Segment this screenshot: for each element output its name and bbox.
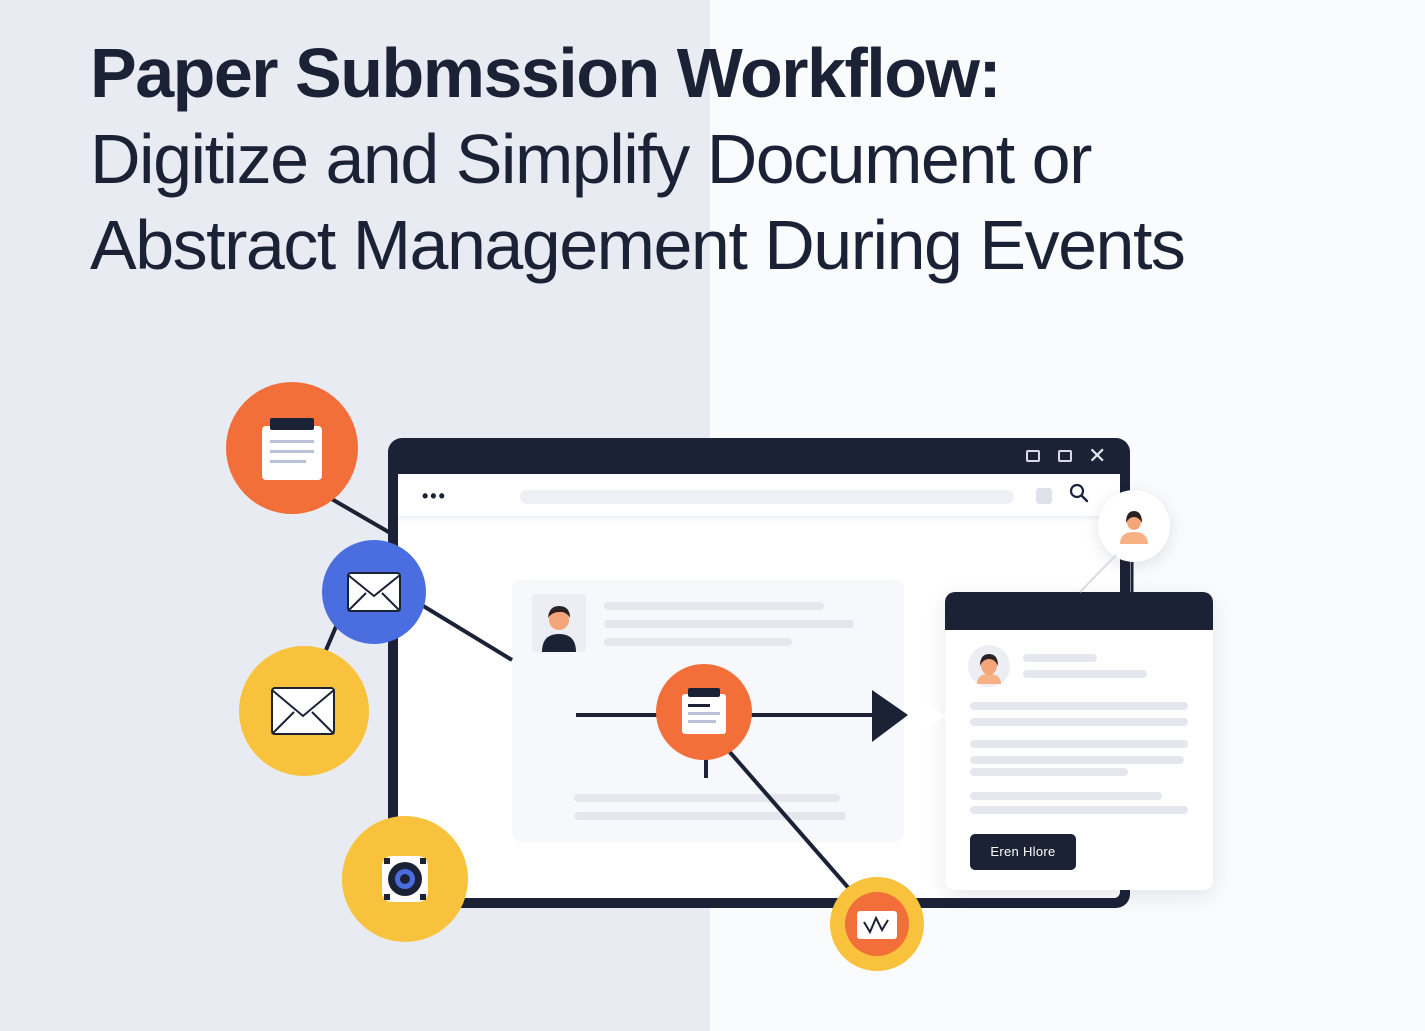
card-text-line [604, 638, 792, 646]
document-icon[interactable] [656, 664, 752, 760]
title-line-3: Abstract Management During Events [90, 206, 1186, 284]
author-avatar-icon [532, 594, 586, 652]
image-icon[interactable] [830, 877, 924, 971]
review-panel: Eren Hlore [945, 592, 1213, 890]
document-icon[interactable] [226, 382, 358, 514]
callout-pointer [910, 696, 946, 736]
envelope-icon[interactable] [239, 646, 369, 776]
panel-text-line [970, 718, 1188, 726]
address-bar[interactable] [520, 490, 1014, 504]
address-bar-divider [398, 516, 1120, 522]
panel-text-line [970, 740, 1188, 748]
panel-header [945, 592, 1213, 630]
reviewer-avatar-icon [968, 645, 1010, 687]
card-text-line [574, 794, 840, 802]
connector-line [1079, 554, 1117, 593]
panel-text-line [970, 806, 1188, 814]
panel-text-line [970, 756, 1184, 764]
envelope-icon[interactable] [322, 540, 426, 644]
card-text-line [604, 620, 854, 628]
panel-text-line [1023, 654, 1097, 662]
connector-line [726, 748, 854, 894]
window-maximize-icon[interactable] [1058, 450, 1072, 462]
panel-text-line [970, 792, 1162, 800]
panel-text-line [970, 768, 1128, 776]
panel-text-line [1023, 670, 1147, 678]
camera-icon[interactable] [342, 816, 468, 942]
user-avatar-icon [1120, 511, 1148, 544]
floating-user-avatar[interactable] [1098, 490, 1170, 562]
panel-action-button[interactable]: Eren Hlore [970, 834, 1076, 870]
window-close-icon[interactable]: ✕ [1088, 443, 1107, 468]
flow-arrow-icon [872, 690, 908, 742]
title-line-1: Paper Submssion Workflow: [90, 34, 1002, 112]
card-text-line [604, 602, 824, 610]
title-line-2: Digitize and Simplify Document or [90, 120, 1092, 198]
browser-menu-dots-icon[interactable]: ••• [422, 486, 447, 506]
card-text-line [574, 812, 846, 820]
panel-text-line [970, 702, 1188, 710]
window-minimize-icon[interactable] [1026, 450, 1040, 462]
connector-line [418, 602, 514, 662]
search-icon[interactable] [1068, 482, 1090, 510]
bookmark-icon[interactable] [1036, 488, 1052, 504]
page-title: Paper Submssion Workflow: Digitize and S… [90, 30, 1350, 288]
